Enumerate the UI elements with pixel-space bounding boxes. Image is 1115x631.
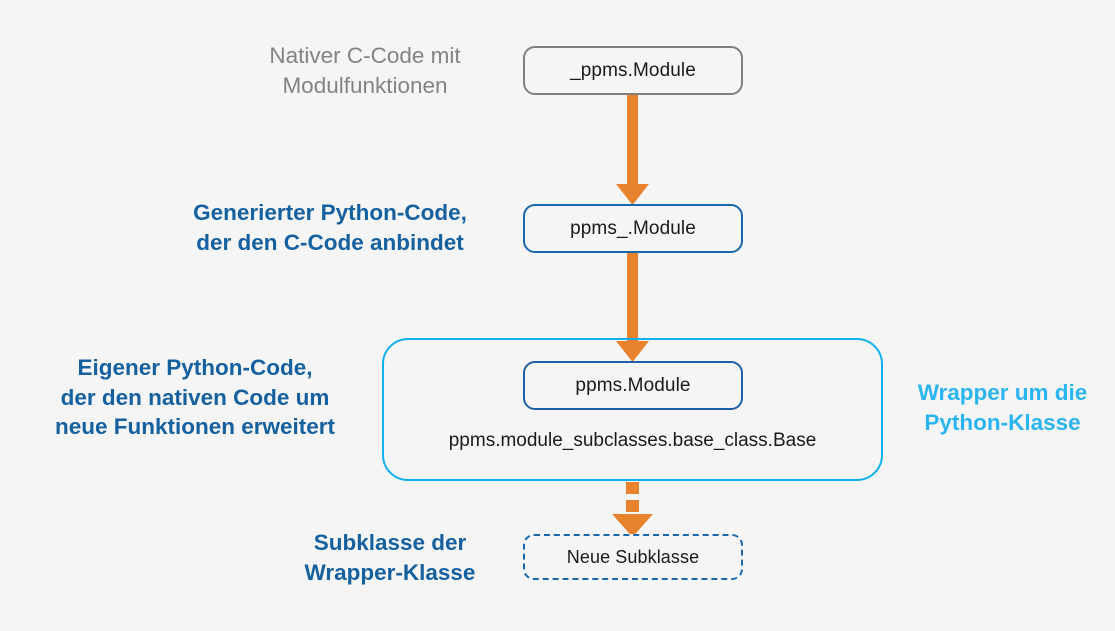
node-native-module[interactable]: _ppms.Module — [523, 46, 743, 95]
wrapper-container — [382, 338, 883, 481]
base-class-path: ppms.module_subclasses.base_class.Base — [448, 430, 817, 451]
caption-own-python-code: Eigener Python-Code, der den nativen Cod… — [54, 355, 336, 440]
arrow-wrapper-to-subclass — [612, 482, 653, 537]
node-generated-module[interactable]: ppms_.Module — [523, 204, 743, 253]
node-new-subclass-label: Neue Subklasse — [566, 546, 700, 567]
node-wrapper-class[interactable]: ppms.Module — [523, 361, 743, 410]
node-wrapper-class-label: ppms.Module — [575, 374, 691, 396]
node-new-subclass[interactable]: Neue Subklasse — [523, 534, 743, 580]
caption-wrapper-around-python-class: Wrapper um die Python-Klasse — [917, 380, 1088, 435]
caption-generated-python-code: Generierter Python-Code, der den C-Code … — [193, 200, 467, 255]
caption-native-c-code: Nativer C-Code mit Modulfunktionen — [269, 43, 461, 98]
node-generated-module-label: ppms_.Module — [570, 217, 696, 239]
node-native-module-label: _ppms.Module — [570, 59, 696, 81]
caption-subclass-of-wrapper: Subklasse der Wrapper-Klasse — [304, 530, 476, 585]
arrow-native-to-generated — [616, 94, 649, 205]
